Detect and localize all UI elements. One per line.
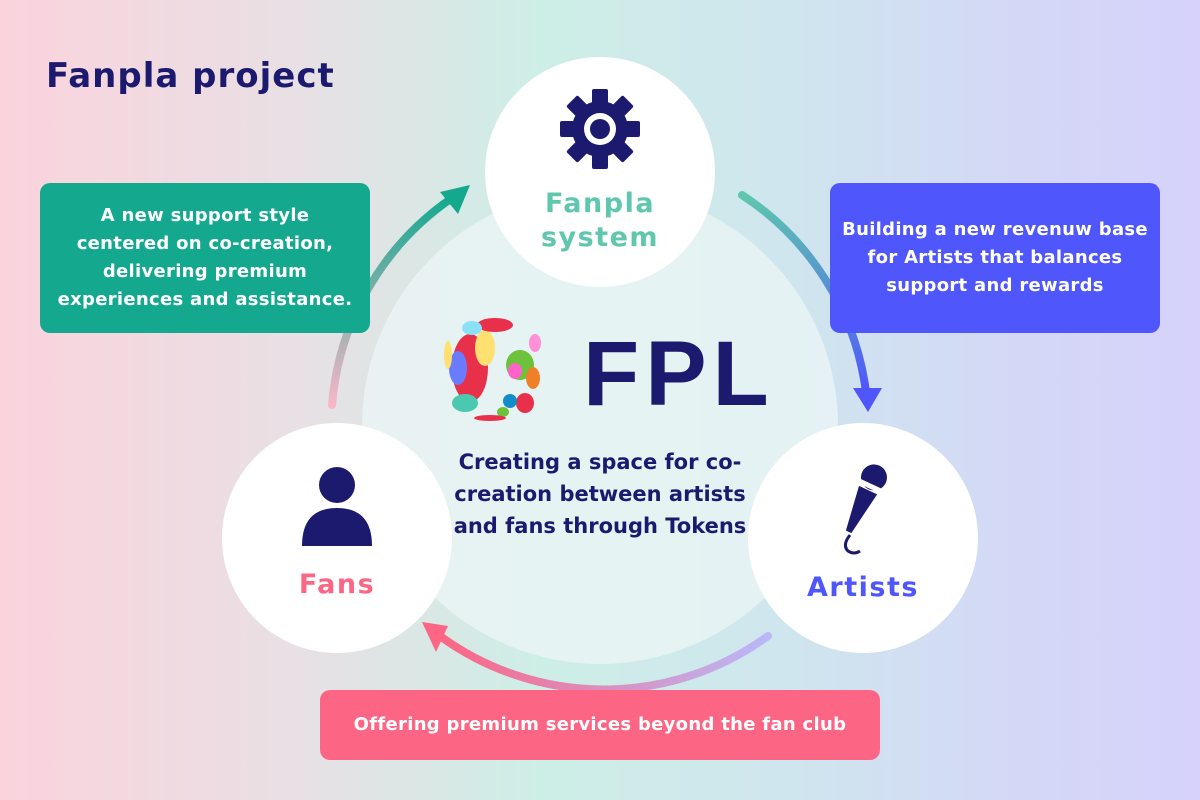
- arrow-artists-to-fans: [436, 632, 772, 694]
- fans-to-system-text: A new support style centered on co-creat…: [57, 205, 353, 310]
- fans-label: Fans: [298, 569, 376, 600]
- fpl-logo-text: FPL: [583, 323, 775, 425]
- node-artists: Artists: [748, 423, 978, 653]
- artists-to-fans-box: Offering premium services beyond the fan…: [320, 690, 880, 760]
- page-title: Fanpla project: [46, 56, 335, 96]
- artists-to-fans-text: Offering premium services beyond the fan…: [353, 714, 847, 735]
- system-label-line2: system: [540, 222, 660, 253]
- person-icon: [302, 467, 372, 546]
- node-fans: Fans: [222, 423, 452, 653]
- fpl-logo-icon: [440, 313, 550, 427]
- fans-to-system-box: A new support style centered on co-creat…: [40, 183, 370, 333]
- microphone-icon: [843, 464, 887, 555]
- center-description: Creating a space for co-creation between…: [453, 450, 747, 538]
- system-to-artists-box: Building a new revenuw base for Artists …: [830, 183, 1160, 333]
- system-to-artists-text: Building a new revenuw base for Artists …: [842, 219, 1148, 296]
- system-label-line1: Fanpla: [544, 188, 656, 219]
- artists-label: Artists: [807, 572, 919, 603]
- arrow-system-to-artists: [738, 191, 870, 396]
- gear-icon: [560, 89, 640, 169]
